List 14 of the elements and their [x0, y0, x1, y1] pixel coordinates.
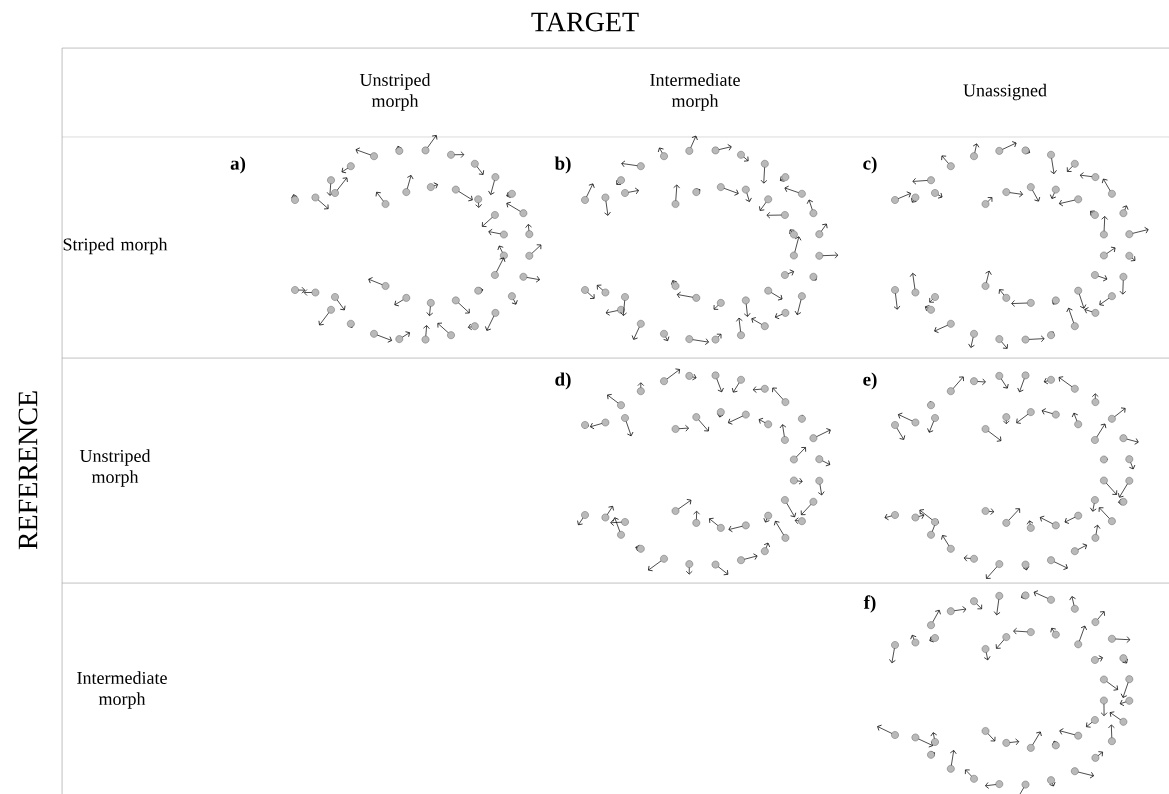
row-header: Intermediate morph	[77, 671, 167, 709]
axis-label: REFERENCE	[18, 391, 38, 550]
panel-letter: f)	[863, 595, 876, 613]
panel-letter: a)	[230, 156, 246, 174]
column-header: Unstriped morph	[359, 73, 431, 111]
heading: TARGET	[531, 12, 639, 32]
panel-letter: b)	[554, 156, 571, 174]
row-header: Striped morph	[63, 237, 168, 255]
column-header: Intermediate morph	[650, 73, 740, 111]
row-header: Unstriped morph	[79, 449, 151, 487]
column-header: Unassigned	[963, 83, 1047, 101]
panel-letter: c)	[863, 156, 877, 174]
panel-letter: d)	[555, 372, 571, 390]
panel-letter: e)	[863, 372, 877, 390]
